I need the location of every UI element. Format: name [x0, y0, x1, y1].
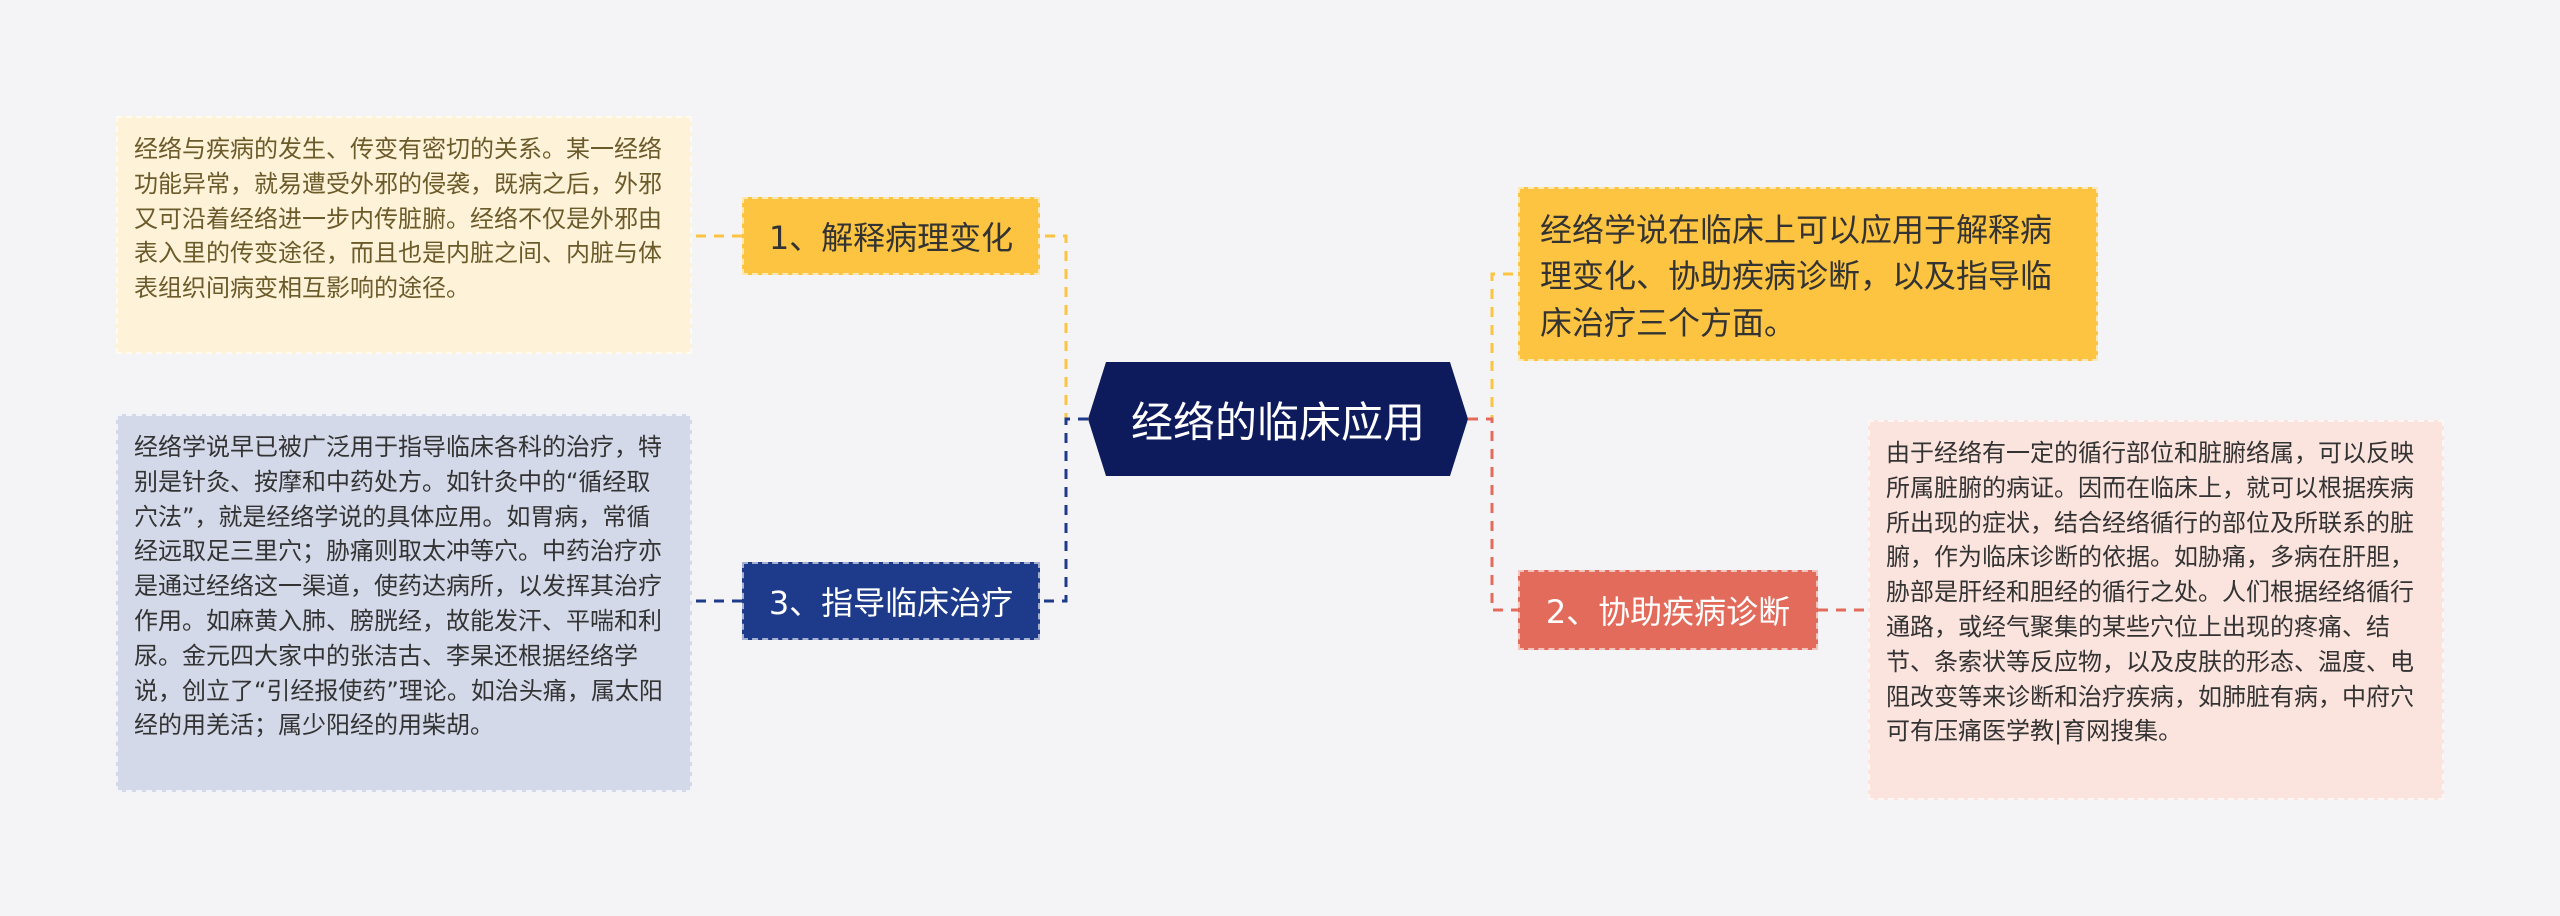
connector-center-branch3 [1040, 417, 1088, 603]
center-topic[interactable]: 经络的临床应用 [1088, 362, 1468, 476]
detail-guide-treatment[interactable]: 经络学说早已被广泛用于指导临床各科的治疗，特别是针灸、按摩和中药处方。如针灸中的… [116, 414, 692, 792]
branch-label: 3、指导临床治疗 [768, 584, 1014, 622]
detail-assist-diagnosis[interactable]: 由于经络有一定的循行部位和脏腑络属，可以反映所属脏腑的病证。因而在临床上，就可以… [1868, 420, 2444, 800]
branch-assist-diagnosis[interactable]: 2、协助疾病诊断 [1518, 570, 1818, 650]
branch-guide-treatment[interactable]: 3、指导临床治疗 [742, 562, 1040, 640]
detail-text: 经络学说早已被广泛用于指导临床各科的治疗，特别是针灸、按摩和中药处方。如针灸中的… [134, 433, 663, 740]
connector-center-branch2 [1468, 417, 1518, 612]
center-topic-label: 经络的临床应用 [1130, 397, 1425, 447]
branch-label: 1、解释病理变化 [768, 219, 1014, 257]
detail-explain-pathology[interactable]: 经络与疾病的发生、传变有密切的关系。某一经络功能异常，就易遭受外邪的侵袭，既病之… [116, 116, 692, 354]
connector-center-branch1 [1040, 234, 1088, 421]
detail-text: 由于经络有一定的循行部位和脏腑络属，可以反映所属脏腑的病证。因而在临床上，就可以… [1886, 439, 2414, 746]
detail-text: 经络与疾病的发生、传变有密切的关系。某一经络功能异常，就易遭受外邪的侵袭，既病之… [134, 135, 662, 303]
branch-explain-pathology[interactable]: 1、解释病理变化 [742, 197, 1040, 275]
branch-label: 2、协助疾病诊断 [1545, 593, 1791, 631]
connector-center-summary [1468, 272, 1518, 421]
summary-text: 经络学说在临床上可以应用于解释病理变化、协助疾病诊断，以及指导临床治疗三个方面。 [1540, 211, 2053, 342]
summary-node[interactable]: 经络学说在临床上可以应用于解释病理变化、协助疾病诊断，以及指导临床治疗三个方面。 [1518, 187, 2098, 361]
